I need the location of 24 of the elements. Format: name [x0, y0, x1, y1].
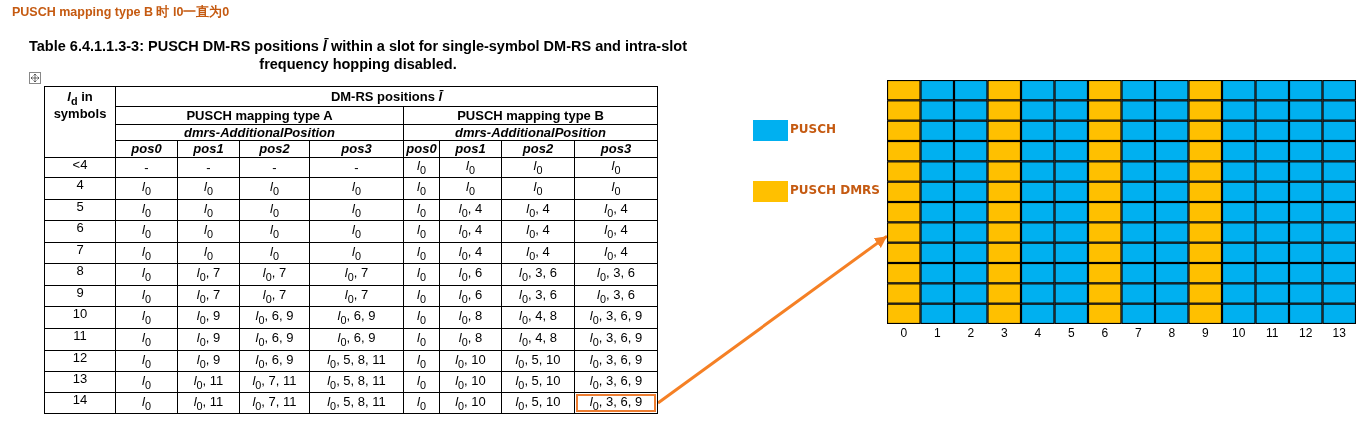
axis-number: 6 — [1100, 326, 1110, 340]
axis-number: 9 — [1200, 326, 1210, 340]
highlight-box: l$_{0}$, 3, 6, 9 — [574, 392, 658, 414]
legend-label: PUSCH — [790, 122, 837, 136]
table-cell: 14 — [44, 392, 116, 414]
axis-number: 8 — [1167, 326, 1177, 340]
arrow — [657, 234, 888, 405]
axis-number: 1 — [932, 326, 942, 340]
axis-number: 13 — [1331, 326, 1347, 340]
table-cell: DM-RS positions l̄ — [115, 86, 658, 107]
axis-number: 0 — [899, 326, 909, 340]
axis-number: 10 — [1231, 326, 1247, 340]
table-caption: Table 6.4.1.1.3-3: PUSCH DM-RS positions l̄ within a slot for single-symbol DM-RS and intra-slot frequency hopping disabled. — [28, 37, 688, 73]
resource-grid-drawing — [887, 80, 1356, 324]
axis-number: 5 — [1066, 326, 1076, 340]
legend-label: PUSCH DMRS — [790, 183, 880, 197]
axis-number: 3 — [999, 326, 1009, 340]
axis-number: 2 — [966, 326, 976, 340]
page-title: PUSCH mapping type B 时 l0一直为0 — [12, 4, 230, 21]
table-cell: l$_{d}$ in symbols — [44, 86, 116, 158]
axis-number: 7 — [1133, 326, 1143, 340]
axis-number: 11 — [1265, 326, 1280, 340]
axis-number: 4 — [1033, 326, 1043, 340]
axis-number: 12 — [1298, 326, 1314, 340]
